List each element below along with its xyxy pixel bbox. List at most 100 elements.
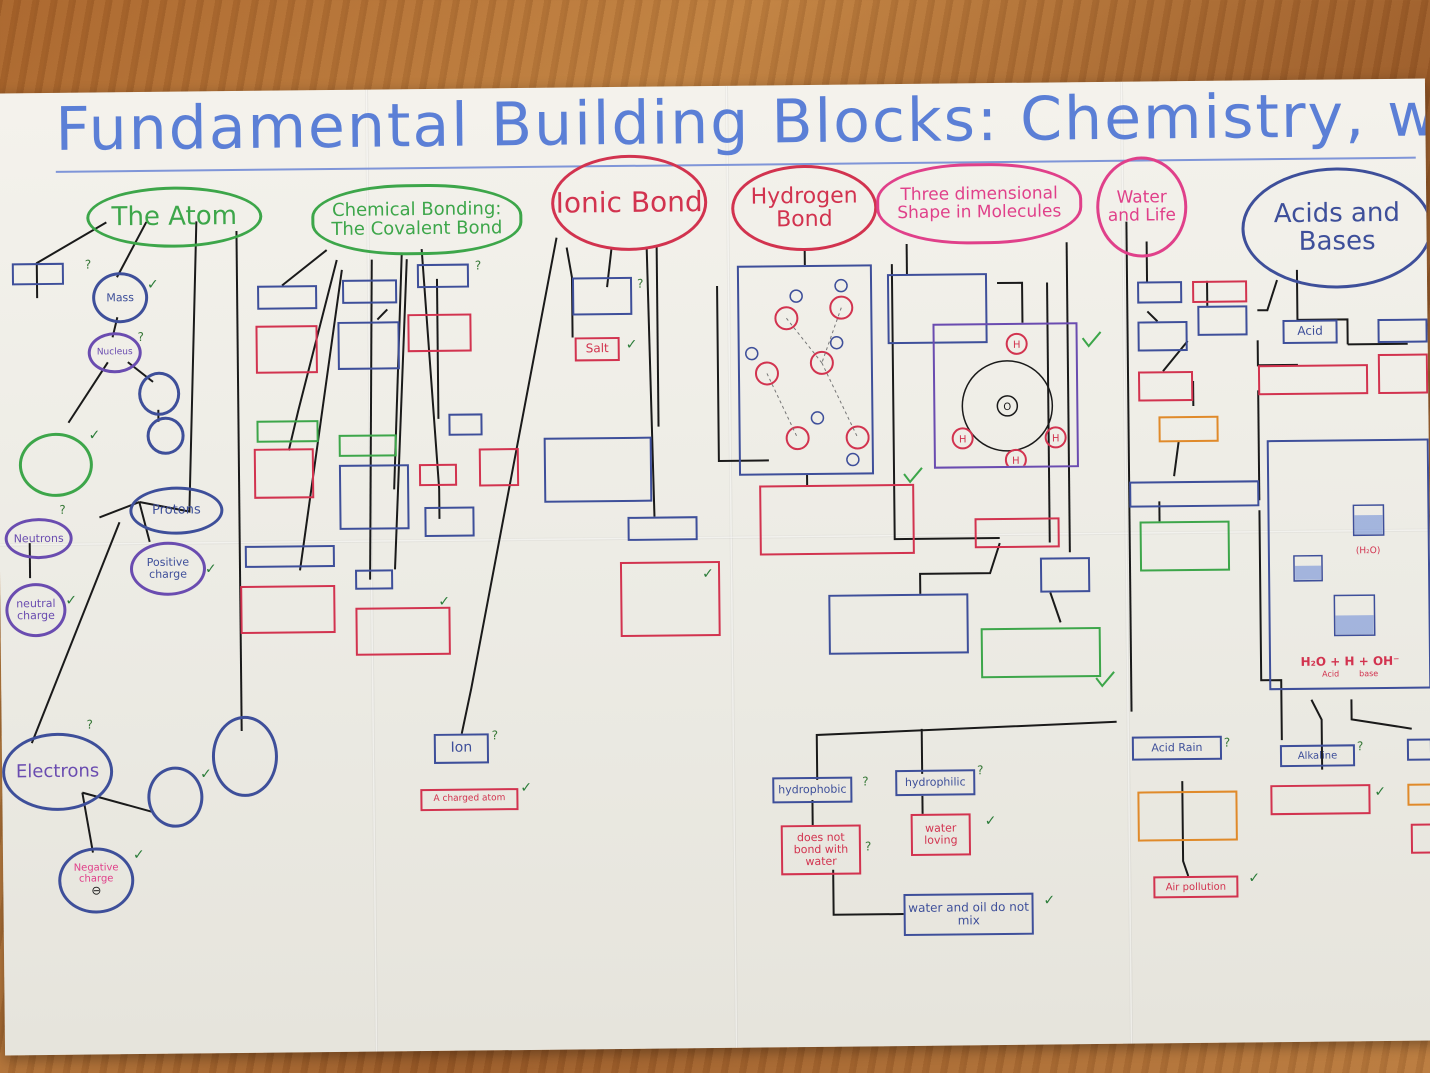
- box-does-not-bond: does not bond with water: [780, 824, 862, 876]
- box-alkaline: Alkaline: [1279, 744, 1356, 768]
- check-mark: ✓: [200, 766, 212, 783]
- box-covalent-3: [416, 263, 470, 289]
- header-water-and-life: Water and Life: [1095, 156, 1188, 258]
- box-shape-5: [980, 626, 1102, 679]
- water-molecules-diagram: [745, 278, 870, 466]
- connector-lines: [28, 221, 1412, 916]
- box-hydrogen-bond-diagram: [736, 264, 875, 476]
- box-covalent-9: [355, 606, 451, 656]
- bubble-electron-drawing: [147, 766, 204, 828]
- check-mark: ✓: [65, 592, 78, 609]
- question-mark: ?: [84, 257, 92, 272]
- box-ion-definition: A charged atom: [420, 788, 519, 812]
- box-shape-4: [828, 593, 969, 655]
- box-water-molecule-diagram: H H H H O: [932, 322, 1079, 469]
- box-water-1: [1137, 281, 1183, 304]
- box-nonpolar: [448, 413, 483, 436]
- question-mark: ?: [474, 258, 482, 273]
- atom-label: H: [1012, 455, 1020, 466]
- atom-label: H: [1013, 339, 1021, 350]
- box-edge-1: [1406, 738, 1430, 761]
- box-covalent-6: [424, 506, 475, 538]
- header-three-dimensional-shape: Three dimensional Shape in Molecules: [875, 162, 1083, 246]
- h2o-label: (H₂O): [1356, 546, 1381, 556]
- box-water-2: [1192, 280, 1248, 303]
- box-water-5: [1137, 370, 1194, 402]
- box-salt: Salt: [574, 336, 620, 362]
- box-helium-drawing: [253, 448, 315, 499]
- question-mark: ?: [1223, 735, 1231, 750]
- check-mark: ✓: [520, 779, 533, 797]
- box-hydrogen-bond-def: [759, 483, 915, 556]
- box-base: [1377, 318, 1428, 344]
- check-mark: ✓: [146, 276, 159, 293]
- check-mark: ✓: [984, 813, 997, 830]
- beakers-drawing: (H₂O): [1293, 504, 1385, 637]
- question-mark: ?: [59, 502, 66, 517]
- box-covalent-drawing-2: [338, 464, 410, 530]
- box-covalent-drawing: [337, 321, 400, 370]
- concept-map-poster: Fundamental Building Blocks: Chemistry, …: [0, 78, 1430, 1056]
- question-mark: ?: [86, 717, 94, 732]
- box-air-pollution: Air pollution: [1153, 875, 1239, 899]
- check-mark: ✓: [132, 846, 145, 864]
- box-water-7: [1139, 520, 1231, 572]
- box-water-6: [1129, 480, 1260, 508]
- box-isotopes: [11, 262, 65, 286]
- bubble-unlabeled: [137, 371, 181, 417]
- header-covalent-bond: Chemical Bonding: The Covalent Bond: [310, 183, 523, 257]
- question-mark: ?: [491, 728, 499, 743]
- check-mark: ✓: [1043, 892, 1056, 909]
- box-water-4: [1137, 321, 1188, 352]
- box-shape-2: [974, 517, 1060, 549]
- check-mark: ✓: [204, 561, 217, 578]
- atom-label: H: [1052, 433, 1060, 444]
- ph-equation-labels: Acid base: [1322, 669, 1379, 679]
- box-alkaline-def: [1270, 784, 1371, 816]
- box-molecule: [355, 569, 394, 590]
- question-mark: ?: [636, 276, 644, 291]
- box-ionic-1: [571, 276, 633, 316]
- box-water-loving: water loving: [910, 813, 972, 856]
- check-mark: ✓: [701, 566, 714, 583]
- bubble-atom-model: [211, 715, 279, 798]
- box-edge-3: [1410, 823, 1430, 854]
- box-ion: Ion: [433, 733, 490, 764]
- box-polar: [418, 463, 458, 487]
- box-ionic-3: [627, 516, 698, 541]
- water-molecule-drawing: H H H H O: [951, 332, 1067, 467]
- question-mark: ?: [864, 839, 872, 854]
- box-acid-rain-def: [1137, 790, 1238, 842]
- box-cohesion: [1158, 415, 1219, 443]
- header-acids-and-bases: Acids and Bases: [1240, 166, 1430, 290]
- box-acid: Acid: [1282, 319, 1338, 345]
- atom-label: H: [959, 434, 967, 445]
- box-water-oil: water and oil do not mix: [903, 892, 1034, 937]
- box-hydrogen: [257, 285, 318, 310]
- question-mark: ?: [137, 329, 145, 345]
- box-hydrophobic: hydrophobic: [772, 776, 853, 804]
- question-mark: ?: [862, 774, 869, 789]
- check-mark: ✓: [438, 593, 451, 610]
- box-water-3: [1197, 305, 1248, 336]
- question-mark: ?: [1356, 739, 1364, 754]
- box-hydrophilic: hydrophilic: [895, 769, 976, 797]
- question-mark: ?: [977, 763, 984, 778]
- bubble-unlabeled: [146, 416, 185, 455]
- box-base-def: [1377, 353, 1429, 395]
- box-covalent-7: [244, 544, 335, 568]
- check-mark: ✓: [1374, 783, 1387, 801]
- box-acid-def: [1257, 364, 1369, 396]
- box-covalent-1: [341, 279, 398, 304]
- box-covalent-4: [407, 313, 472, 353]
- check-mark: ✓: [88, 427, 101, 444]
- box-covalent-8: [240, 584, 336, 634]
- box-ionic-2: [543, 436, 653, 503]
- atom-label: O: [1003, 401, 1011, 412]
- box-ph-diagram: (H₂O) H₂O + H + OH⁻ Acid base: [1266, 438, 1430, 691]
- box-helium: [256, 420, 319, 443]
- check-mark: ✓: [1248, 870, 1261, 887]
- check-mark: ✓: [625, 336, 638, 353]
- box-acid-rain: Acid Rain: [1131, 735, 1223, 761]
- box-covalent-5: [478, 448, 520, 487]
